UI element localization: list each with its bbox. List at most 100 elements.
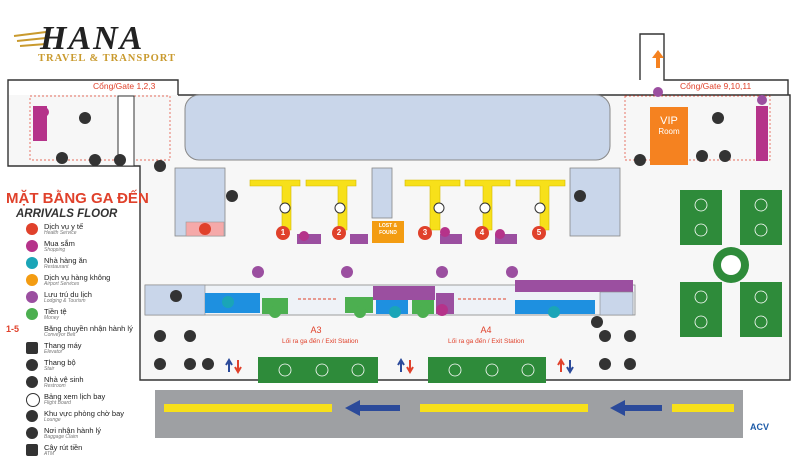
center-block (371, 167, 393, 219)
garden-center (428, 357, 546, 383)
roundabout-center (721, 255, 741, 275)
legend-item-stair: Thang bộ Stair (4, 358, 144, 376)
lodging-icons (252, 87, 767, 278)
counter-3 (440, 234, 462, 244)
counter-4 (495, 234, 517, 244)
money-icons (269, 306, 429, 318)
gate-left-label: Cổng/Gate 1,2,3 (93, 81, 156, 91)
lounge-icon-1 (79, 112, 91, 124)
elevator-icon-2 (719, 150, 731, 162)
swoosh-icon (13, 31, 47, 47)
atm-icon-4 (184, 358, 196, 370)
legend-item-restaurant: Nhà hàng ăn Restaurant (4, 256, 144, 274)
gate-right-entrance (639, 33, 789, 95)
stairs-icon-1 (56, 152, 68, 164)
belt-number-5: 5 (532, 226, 546, 240)
conveyor-range-icon: 1-5 (6, 324, 20, 334)
garden-ne-2 (740, 190, 782, 245)
arrivals-floor-map: HANA TRAVEL & TRANSPORT (4, 22, 791, 457)
belt-2-shape (305, 179, 357, 231)
legend-item-health: Dịch vụ y tế Health Service (4, 222, 144, 240)
lounge-icon-3 (591, 316, 603, 328)
left-upper-room (117, 95, 135, 167)
atm-icon-1 (154, 330, 166, 342)
legend-item-baggage-claim: Nơi nhận hành lý Baggage Claim (4, 426, 144, 444)
legend-item-lodging: Lưu trú du lịch Lodging & Tourism (4, 290, 144, 308)
restroom-icon-6 (574, 190, 586, 202)
exit-a4-code: A4 (480, 325, 492, 335)
legend-item-airport-services: Dịch vụ hàng không Airport Services (4, 273, 144, 291)
restroom-icon-5 (226, 190, 238, 202)
right-upper-zone (624, 95, 771, 161)
shopping-icons (39, 107, 505, 316)
exit-a3-code: A3 (310, 325, 322, 335)
right-shop (756, 106, 768, 161)
brand-tagline: TRAVEL & TRANSPORT (38, 53, 177, 64)
fork-knife-icon (26, 257, 38, 269)
belt-number-3: 3 (418, 226, 432, 240)
road (155, 390, 743, 438)
lost-and-found-desk: LOST & FOUND (372, 221, 404, 243)
shopping-bag-icon (26, 240, 38, 252)
lounge-icon-2 (712, 112, 724, 124)
traffic-arrow-left-icon (345, 400, 400, 416)
restroom-icon-7 (170, 290, 182, 302)
vip-room-label: Room (658, 127, 680, 136)
gate-right-arrow-icon (652, 50, 664, 68)
garden-ne-1 (680, 190, 722, 245)
plane-service-icon (26, 274, 38, 286)
restaurant-icons (222, 296, 560, 318)
east-hall (599, 291, 634, 316)
exit-a3-text: Lối ra ga đến / Exit Station (282, 338, 359, 345)
garden-west (258, 357, 378, 383)
health-icon (199, 223, 211, 235)
atm-icon-7 (624, 358, 636, 370)
legend-item-atm: Cây rút tiền ATM (4, 443, 144, 461)
shops-center (373, 286, 435, 300)
belt-1-shape (249, 179, 301, 231)
brand-name: HANA (40, 20, 145, 57)
stairs-icon-4 (599, 358, 611, 370)
belt-counters (297, 234, 517, 244)
map-title-vn: MẶT BẰNG GA ĐẾN (6, 190, 149, 207)
elevator-icon (26, 342, 38, 354)
legend-item-restroom: Nhà vệ sinh Restroom (4, 375, 144, 393)
atm-icon-5 (599, 330, 611, 342)
hotel-icon (26, 291, 38, 303)
money-icon (26, 308, 38, 320)
vip-label: VIP (660, 115, 678, 127)
map-title-en: ARRIVALS FLOOR (16, 208, 118, 220)
legend-item-flight-board: Bảng xem lịch bay Flight Board (4, 392, 144, 410)
stairs-icon-3 (202, 358, 214, 370)
traffic-arrow-left-icon-2 (610, 400, 662, 416)
atm-icon-3 (154, 358, 166, 370)
legend-item-conveyor: 1-5 Băng chuyền nhận hành lý Conveyor Be… (6, 324, 133, 338)
stairs-icon-2 (634, 154, 646, 166)
vip-room: VIP Room (650, 107, 688, 165)
garden-se-1 (680, 282, 722, 337)
medical-cross-icon (26, 223, 38, 235)
counter-1 (297, 234, 321, 244)
belt-number-4: 4 (475, 226, 489, 240)
atm-icon-6 (624, 330, 636, 342)
belt-3-shape (404, 179, 461, 231)
right-wing-block (569, 167, 621, 237)
elevator-icon-1 (154, 160, 166, 172)
brand-logo: HANA TRAVEL & TRANSPORT (12, 22, 192, 68)
garden-se-2 (740, 282, 782, 337)
atm-icon (26, 444, 38, 456)
belt-number-2: 2 (332, 226, 346, 240)
restroom-icon-2 (114, 154, 126, 166)
legend-item-money: Tiền tệ Money (4, 307, 144, 325)
road-stripes (164, 404, 734, 412)
restroom-icon-1 (89, 154, 101, 166)
exit-a4-text: Lối ra ga đến / Exit Station (448, 338, 525, 345)
stairs-icon (26, 359, 38, 371)
operator-logo: ACV (750, 422, 770, 432)
central-hall (184, 94, 611, 161)
restroom-icon (26, 376, 38, 388)
lounge-icon (26, 410, 38, 422)
counter-2 (350, 234, 368, 244)
legend-item-shopping: Mua sắm Shopping (4, 239, 144, 257)
restroom-icon-4 (696, 150, 708, 162)
